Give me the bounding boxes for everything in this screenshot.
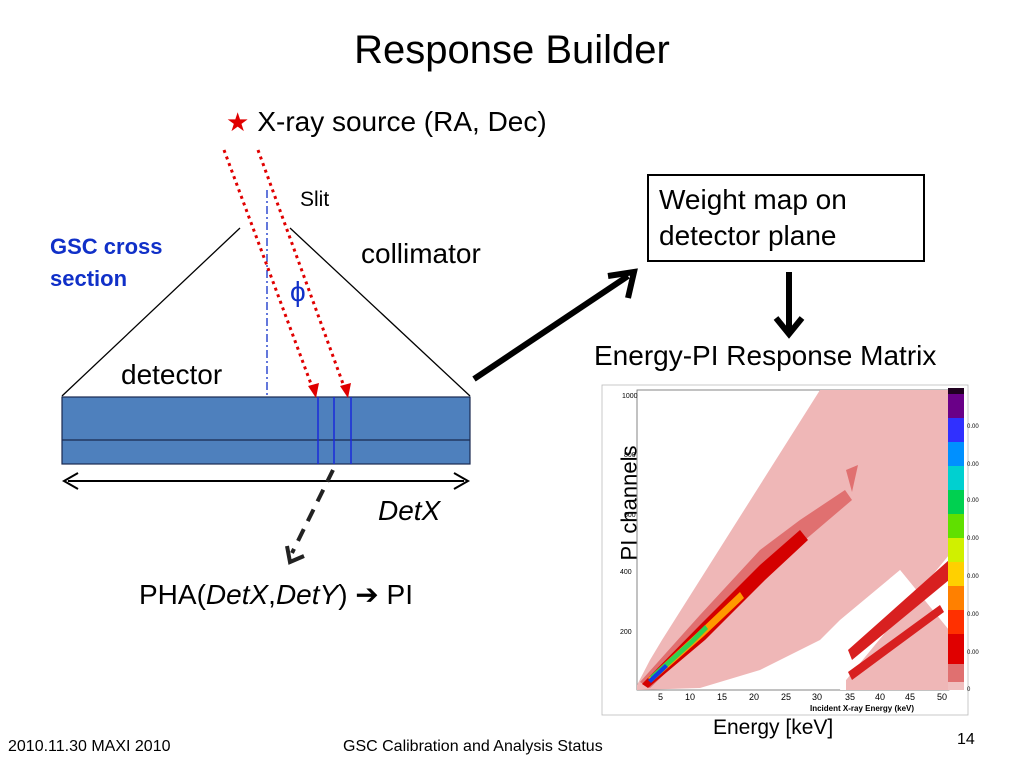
pha-suffix: )	[338, 579, 348, 610]
colorbar-tick: 0.00	[967, 650, 979, 656]
detx-arrow-right	[453, 472, 471, 490]
colorbar-tick: 0.00	[967, 536, 979, 542]
gsc-cross-section-label: GSC cross section	[50, 231, 163, 295]
xray-ray-2-arrowhead	[340, 383, 351, 398]
colorbar-tick: 0.00	[967, 424, 979, 430]
energy-axis-label: Energy [keV]	[713, 716, 834, 739]
pi-result: PI	[386, 579, 414, 610]
y-tick-label: 200	[620, 629, 632, 636]
page-number: 14	[957, 731, 975, 748]
response-matrix-plot: 1000 800 600 400 200 5 10 15 20 25 30 35…	[601, 384, 979, 716]
footer-date-event: 2010.11.30 MAXI 2010	[8, 738, 171, 755]
detector-block	[61, 396, 471, 465]
colorbar	[948, 388, 964, 690]
pha-arrowhead	[285, 545, 305, 565]
response-matrix-title: Energy-PI Response Matrix	[594, 340, 937, 371]
right-arrow-icon: ➔	[355, 579, 379, 610]
gsc-label-line-1: GSC cross	[50, 234, 163, 259]
collimator-left-edge	[61, 227, 241, 397]
pha-separator: ,	[268, 579, 276, 610]
x-tick-label: 15	[717, 692, 727, 702]
y-tick-label: 800	[624, 452, 636, 459]
xray-ray-1	[222, 149, 316, 393]
collimator-label: collimator	[361, 238, 481, 269]
x-axis-title: Incident X-ray Energy (keV)	[810, 704, 914, 713]
xray-ray-1-arrowhead	[308, 383, 319, 398]
y-tick-label: 600	[624, 512, 636, 519]
x-tick-label: 10	[685, 692, 695, 702]
pha-detx: DetX	[205, 579, 269, 610]
x-tick-label: 30	[812, 692, 822, 702]
response-fleck	[846, 465, 858, 492]
pha-to-pi-equation: PHA(DetX,DetY) ➔ PI	[139, 578, 413, 611]
slide-title: Response Builder	[354, 28, 670, 72]
x-tick-label: 20	[749, 692, 759, 702]
detx-label: DetX	[378, 495, 441, 526]
xray-ray-2	[256, 149, 348, 393]
to-weight-map-arrowhead	[607, 268, 638, 299]
pha-dety: DetY	[275, 579, 339, 610]
x-tick-label: 25	[781, 692, 791, 702]
collimator-right-edge	[289, 227, 471, 397]
detector-label: detector	[121, 359, 223, 390]
y-tick-label: 1000	[622, 393, 638, 400]
detx-arrow-left	[61, 472, 79, 490]
x-tick-label: 5	[658, 692, 663, 702]
colorbar-tick: 0	[967, 687, 971, 693]
footer-talk-title: GSC Calibration and Analysis Status	[343, 738, 603, 755]
xray-source-label: ★X-ray source (RA, Dec)	[226, 106, 547, 138]
weight-map-box: Weight map on detector plane	[647, 174, 925, 262]
pi-channels-axis-label: PI channels	[616, 445, 642, 561]
phi-angle-label: ϕ	[290, 276, 306, 307]
source-text: X-ray source (RA, Dec)	[257, 106, 547, 137]
to-weight-map-arrow	[472, 273, 630, 382]
slit-label: Slit	[300, 188, 330, 211]
gsc-label-line-2: section	[50, 266, 128, 291]
pha-prefix: PHA(	[139, 579, 206, 610]
pha-dashed-arrow	[290, 469, 335, 554]
colorbar-tick: 0.00	[967, 612, 979, 618]
x-tick-label: 40	[875, 692, 885, 702]
colorbar-tick: 0.00	[967, 574, 979, 580]
y-tick-label: 400	[620, 569, 632, 576]
x-tick-label: 45	[905, 692, 915, 702]
x-tick-label: 50	[937, 692, 947, 702]
escape-peak-band-2	[848, 605, 944, 680]
response-core-blue	[648, 664, 668, 683]
x-tick-label: 35	[845, 692, 855, 702]
star-icon: ★	[226, 107, 250, 137]
escape-peak-band-1	[848, 560, 949, 660]
colorbar-tick: 0.00	[967, 462, 979, 468]
colorbar-tick: 0.00	[967, 498, 979, 504]
to-matrix-arrowhead	[773, 316, 805, 339]
